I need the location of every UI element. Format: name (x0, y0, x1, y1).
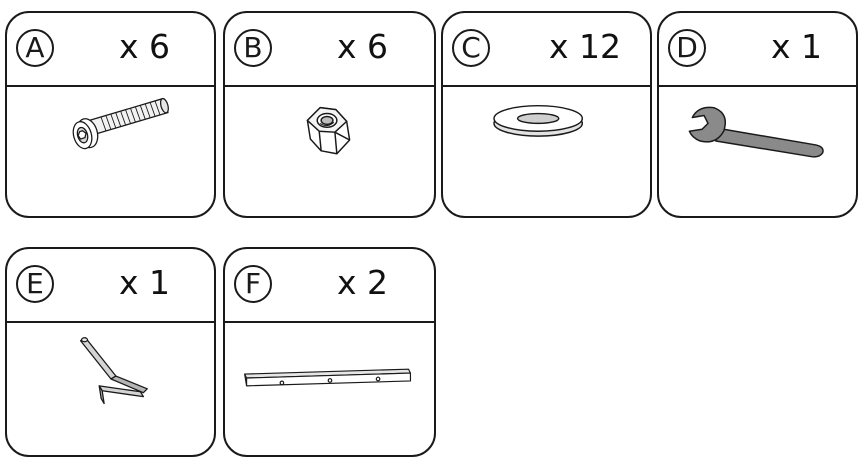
part-quantity: x 12 (549, 27, 621, 67)
part-card-header: C x 12 (443, 13, 650, 87)
allen-key-icon (7, 323, 214, 433)
part-card-header: E x 1 (7, 249, 214, 323)
part-letter-label: B (234, 29, 272, 67)
part-quantity: x 6 (119, 27, 170, 67)
hex-nut-icon (225, 87, 434, 197)
bolt-icon (7, 87, 214, 197)
washer-icon (443, 87, 650, 197)
part-card-f: F x 2 (223, 247, 436, 457)
part-quantity: x 1 (771, 27, 822, 67)
part-card-header: F x 2 (225, 249, 434, 323)
part-quantity: x 1 (119, 263, 170, 303)
part-card-e: E x 1 (5, 247, 216, 457)
part-letter-label: D (668, 29, 706, 67)
part-card-a: A x 6 (5, 11, 216, 218)
part-card-header: B x 6 (225, 13, 434, 87)
rail-bar-icon (225, 323, 434, 433)
part-quantity: x 6 (337, 27, 388, 67)
part-card-b: B x 6 (223, 11, 436, 218)
part-letter-label: C (452, 29, 490, 67)
part-card-d: D x 1 (657, 11, 858, 218)
part-card-header: D x 1 (659, 13, 856, 87)
part-letter-label: E (16, 265, 54, 303)
part-letter-label: A (16, 29, 54, 67)
part-quantity: x 2 (337, 263, 388, 303)
part-letter-label: F (234, 265, 272, 303)
part-card-header: A x 6 (7, 13, 214, 87)
wrench-icon (659, 87, 856, 197)
part-card-c: C x 12 (441, 11, 652, 218)
